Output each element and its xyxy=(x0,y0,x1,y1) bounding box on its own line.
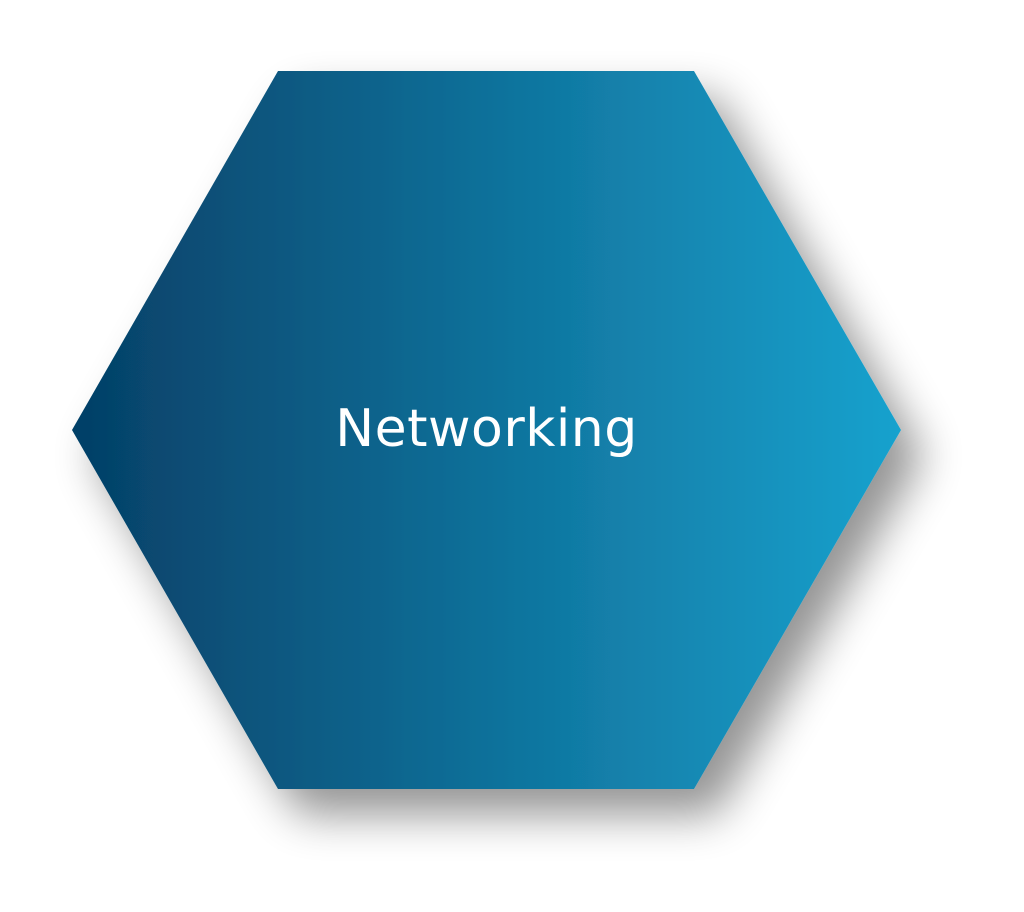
hexagon-shape xyxy=(72,71,901,789)
hexagon-label: Networking xyxy=(335,399,638,459)
